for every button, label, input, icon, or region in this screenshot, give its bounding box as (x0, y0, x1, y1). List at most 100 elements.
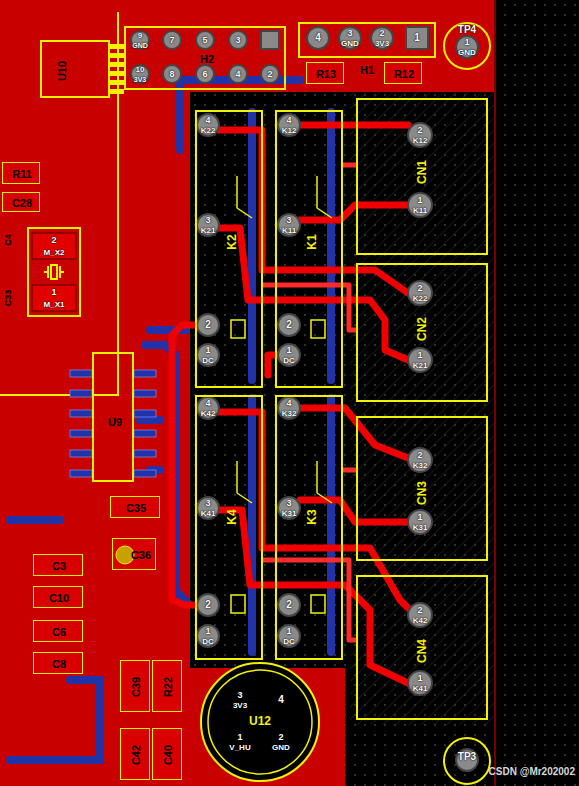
designator: R22 (163, 677, 174, 697)
pin-number: 2 (51, 236, 56, 245)
net-name: K12 (282, 127, 297, 135)
net-name: K11 (413, 207, 427, 215)
through-hole-pad (197, 214, 219, 236)
through-hole-pad (197, 114, 219, 136)
pin-number: 2 (205, 320, 211, 330)
net-name: K42 (201, 410, 216, 418)
square-pad (261, 31, 279, 49)
pin-number: 2 (278, 733, 283, 742)
designator: CN1 (416, 160, 428, 184)
pin-number: 2 (267, 70, 272, 79)
net-name: K41 (413, 685, 428, 693)
net-name: K21 (201, 227, 216, 235)
through-hole-pad (408, 123, 432, 147)
designator: C36 (131, 550, 151, 561)
net-name: DC (283, 638, 295, 646)
pin-number: 4 (315, 33, 321, 43)
ic-pin (110, 71, 124, 76)
ic-pin (70, 370, 92, 377)
pin-number: 2 (417, 606, 422, 615)
pin-number: 6 (202, 70, 207, 79)
through-hole-pad (278, 214, 300, 236)
through-hole-pad (163, 65, 181, 83)
pin-number: 3 (205, 216, 210, 225)
through-hole-pad (456, 749, 478, 771)
through-hole-pad (408, 448, 432, 472)
designator: K2 (226, 234, 238, 249)
silkscreen-outline: CN1 (356, 98, 488, 255)
net-name: K41 (201, 510, 216, 518)
designator: R12 (394, 69, 414, 80)
component-body: R13 (306, 62, 344, 84)
through-hole-pad (278, 114, 300, 136)
net-name: K22 (201, 127, 216, 135)
pin-number: 7 (169, 36, 174, 45)
designator: C35 (126, 503, 146, 514)
net-name: GND (272, 744, 290, 752)
pin-number: 2 (417, 126, 422, 135)
designator: C39 (131, 677, 142, 697)
through-hole-pad (339, 27, 361, 49)
through-hole-pad (229, 65, 247, 83)
copper-trace (343, 468, 356, 473)
net-name: K22 (413, 295, 428, 303)
ic-pin (70, 430, 92, 437)
ic-outline: U9 (92, 352, 134, 482)
through-hole-pad (278, 314, 300, 336)
pin-number: 1 (417, 513, 422, 522)
designator: TP3 (458, 752, 476, 762)
component-body: C28 (2, 192, 40, 212)
net-name: K12 (413, 137, 428, 145)
pin-number: 1 (51, 288, 56, 297)
net-name: M_X1 (44, 301, 65, 309)
smd-pad (32, 233, 76, 259)
component-body: C35 (110, 496, 160, 518)
ic-pin (110, 80, 124, 85)
pin-number: 2 (286, 320, 292, 330)
relay-symbol (311, 461, 332, 613)
designator: C6 (52, 627, 66, 638)
net-name: K21 (413, 362, 428, 370)
ic-pin (110, 89, 124, 94)
silkscreen-lines (0, 12, 118, 395)
through-hole-pad (278, 594, 300, 616)
net-name: M_X2 (44, 249, 65, 257)
watermark: CSDN @Mr202002 (489, 767, 575, 777)
ic-pin (110, 53, 124, 58)
through-hole-pad (307, 27, 329, 49)
through-hole-pad (131, 31, 149, 49)
designator: H2 (200, 54, 214, 65)
designator: C28 (12, 198, 32, 209)
pin-number: 2 (286, 600, 292, 610)
through-hole-pad (278, 497, 300, 519)
sensor-outline: U12 (200, 662, 320, 782)
pin-number: 1 (205, 346, 210, 355)
component-body: C3 (33, 554, 83, 576)
pin-number: 2 (417, 284, 422, 293)
through-hole-pad (408, 348, 432, 372)
silkscreen-outline: K1 (275, 110, 343, 388)
net-name: GND (341, 40, 359, 48)
net-name: 3V3 (375, 40, 389, 48)
copper-trace (343, 163, 356, 168)
component-body: R12 (384, 62, 422, 84)
net-name: K32 (282, 410, 297, 418)
component-body: C8 (33, 652, 83, 674)
through-hole-pad (261, 65, 279, 83)
component-body: C6 (33, 620, 83, 642)
pin-number: 4 (286, 399, 291, 408)
through-hole-pad (197, 344, 219, 366)
ic-pin (134, 450, 156, 457)
designator: U12 (249, 715, 271, 727)
pin-number: 2 (205, 600, 211, 610)
net-name: DC (202, 357, 214, 365)
component-body: C42 (120, 728, 150, 780)
net-name: 3V3 (134, 75, 146, 82)
through-hole-pad (131, 65, 149, 83)
test-point: TP3 (443, 737, 491, 785)
through-hole-pad (229, 31, 247, 49)
square-pad (406, 27, 428, 49)
